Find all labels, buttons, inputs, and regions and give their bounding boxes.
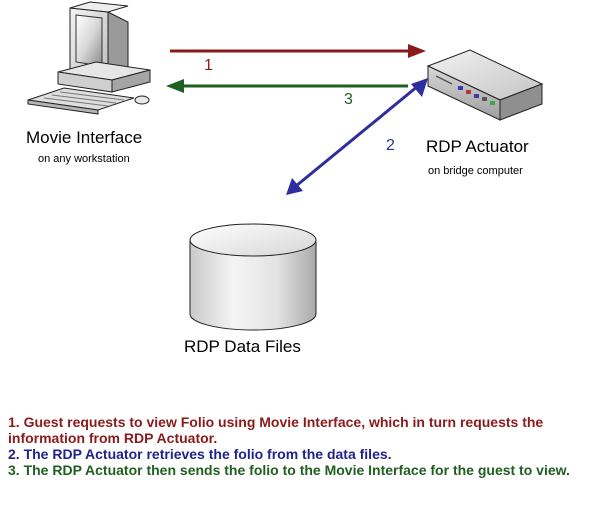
- legend-item-send: 3. The RDP Actuator then sends the folio…: [8, 462, 570, 478]
- legend-item-request: 1. Guest requests to view Folio using Mo…: [8, 414, 544, 446]
- legend: 1. Guest requests to view Folio using Mo…: [8, 414, 596, 478]
- movie-interface-title: Movie Interface: [26, 128, 142, 147]
- send-arrow: [166, 79, 408, 93]
- request-arrow: [170, 44, 426, 58]
- movie-interface-subtitle: on any workstation: [38, 153, 130, 165]
- retrieve-arrow: [286, 78, 428, 195]
- legend-item-retrieve: 2. The RDP Actuator retrieves the folio …: [8, 446, 392, 462]
- database-icon: [189, 223, 317, 331]
- retrieve-arrow-label: 2: [386, 137, 395, 154]
- workstation-icon: [27, 1, 151, 115]
- data-files-title: RDP Data Files: [184, 337, 301, 356]
- actuator-box-icon: [426, 49, 544, 121]
- send-arrow-label: 3: [344, 91, 353, 108]
- rdp-actuator-title: RDP Actuator: [426, 137, 529, 156]
- request-arrow-label: 1: [204, 57, 213, 74]
- rdp-actuator-subtitle: on bridge computer: [428, 165, 523, 177]
